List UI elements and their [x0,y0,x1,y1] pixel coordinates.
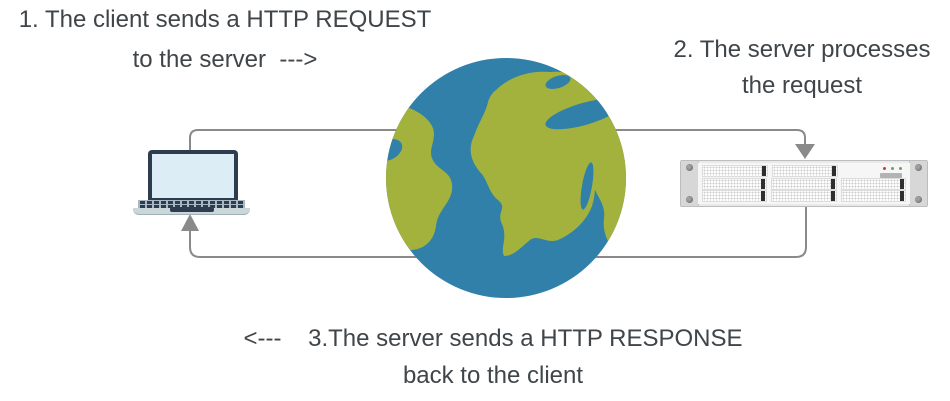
screw-icon [686,196,693,203]
drive-bay [771,190,837,202]
step1-label: 1. The client sends a HTTP REQUEST to th… [0,0,450,80]
drive-bay [840,177,906,190]
server-rack-icon [680,160,928,207]
step3-line2: back to the client [402,362,584,389]
arrow-up-icon [181,214,199,231]
step2-label: 2. The server processes the request [652,32,950,104]
led-green-icon [891,167,894,170]
status-leds [883,167,902,170]
ocean-notch-north [545,75,571,89]
laptop-screen [152,154,234,198]
server-front-panel [698,163,910,204]
drive-bay [702,165,768,177]
arrow-down-icon [795,144,815,159]
step1-line2: to the server ---> [132,46,318,73]
step3-label: <--- 3.The server sends a HTTP RESPONSE … [163,320,823,394]
keyboard-row [140,205,243,208]
globe-icon [386,58,626,298]
step3-line1: <--- 3.The server sends a HTTP RESPONSE [243,325,743,352]
server-mount-ear [681,161,699,206]
step1-line1: 1. The client sends a HTTP REQUEST [18,6,432,33]
server-bay-row [702,165,906,178]
led-red-icon [883,167,886,170]
server-mount-ear [909,161,927,206]
laptop-icon [133,147,250,215]
drive-bay [702,190,768,202]
step2-line1: 2. The server processes [673,36,931,63]
led-green-icon [899,167,902,170]
laptop-lid [148,150,238,200]
server-control-panel [842,165,906,178]
ocean-channel-east [580,162,594,210]
laptop-keyboard [138,200,245,208]
screw-icon [686,164,693,171]
drive-bay [772,165,838,177]
keyboard-row [140,201,243,204]
drive-bay [702,177,768,190]
drive-bay [771,177,837,190]
server-button [880,173,902,178]
step2-line2: the request [741,72,863,99]
screw-icon [915,164,922,171]
server-bay-row [702,177,906,190]
server-bay-row [702,190,906,202]
drive-bay [840,190,906,202]
laptop-trackpad [169,207,214,212]
screw-icon [915,196,922,203]
